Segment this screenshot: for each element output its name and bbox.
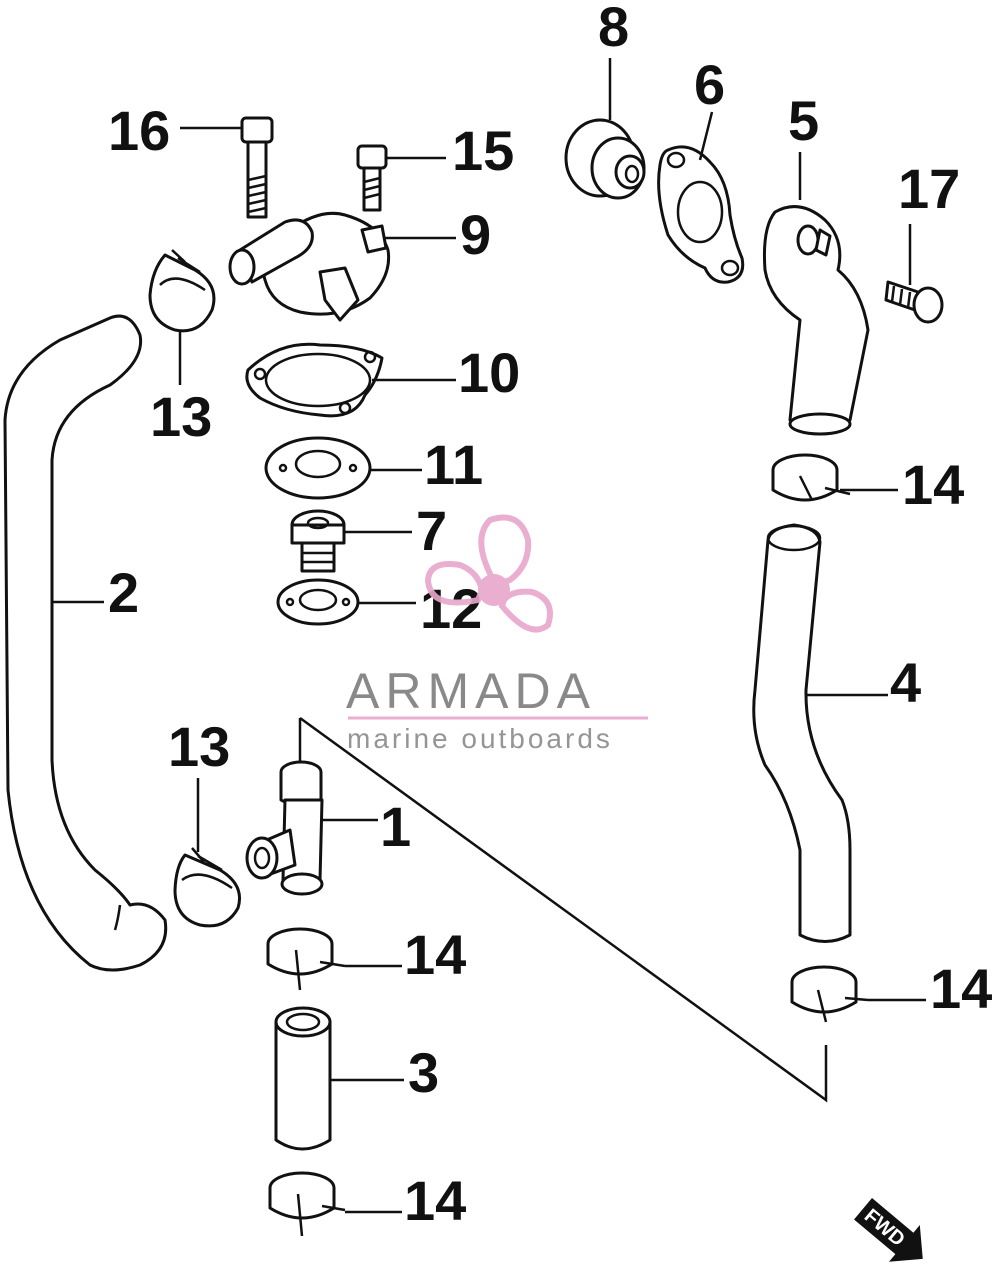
part-15-bolt — [356, 144, 388, 212]
part-14-clamp-center-lower — [268, 1171, 346, 1237]
callout-6: 6 — [694, 53, 725, 161]
svg-text:14: 14 — [902, 453, 964, 516]
part-3-short-hose — [274, 1006, 332, 1151]
part-6-gasket — [657, 145, 745, 284]
part-7-thermostat — [290, 509, 346, 573]
svg-text:2: 2 — [108, 561, 139, 624]
part-11-seal — [264, 436, 372, 500]
reference-line — [298, 716, 828, 1103]
part-14-clamp-center-upper — [266, 927, 346, 991]
part-14-clamp-right-upper — [771, 453, 851, 502]
part-12-washer — [276, 578, 360, 626]
svg-text:10: 10 — [458, 341, 520, 404]
part-2-hose — [3, 314, 168, 972]
part-9-thermostat-cover — [228, 211, 391, 322]
svg-text:8: 8 — [598, 0, 629, 58]
part-16-bolt — [240, 116, 274, 219]
part-8-cap — [564, 118, 646, 200]
callout-14-center-lower: 14 — [345, 1169, 466, 1232]
svg-text:9: 9 — [460, 203, 491, 266]
callout-3: 3 — [330, 1041, 439, 1104]
svg-text:marine outboards: marine outboards — [347, 723, 613, 754]
svg-text:1: 1 — [380, 795, 411, 858]
watermark: ARMADA marine outboards — [346, 514, 648, 754]
part-5-elbow-housing — [763, 205, 870, 436]
part-4-hose — [752, 523, 852, 943]
callout-11: 11 — [370, 433, 483, 496]
callout-17: 17 — [898, 157, 960, 285]
svg-text:4: 4 — [890, 651, 921, 714]
callout-14-right-upper: 14 — [840, 453, 964, 516]
svg-text:6: 6 — [694, 53, 725, 116]
propeller-logo-icon — [424, 514, 553, 633]
svg-text:16: 16 — [108, 99, 170, 162]
callout-7: 7 — [344, 499, 447, 562]
svg-text:11: 11 — [424, 433, 483, 496]
svg-text:15: 15 — [452, 119, 514, 182]
svg-text:17: 17 — [898, 157, 960, 220]
svg-text:14: 14 — [404, 923, 466, 986]
forward-arrow-icon: FWD — [854, 1197, 923, 1262]
callout-14-center-upper: 14 — [345, 923, 466, 986]
svg-text:14: 14 — [930, 957, 992, 1020]
part-14-clamp-right-lower — [790, 965, 869, 1023]
callout-13-lower: 13 — [168, 715, 230, 852]
svg-text:7: 7 — [416, 499, 447, 562]
callout-2: 2 — [52, 561, 139, 624]
svg-text:13: 13 — [168, 715, 230, 778]
svg-text:13: 13 — [150, 385, 212, 448]
part-13-clamp-lower — [173, 847, 241, 928]
callout-10: 10 — [372, 341, 520, 404]
svg-text:3: 3 — [408, 1041, 439, 1104]
part-1-t-joint — [245, 760, 324, 896]
callout-13-upper: 13 — [150, 330, 212, 448]
part-13-clamp-upper — [148, 249, 216, 333]
callout-8: 8 — [598, 0, 629, 120]
callout-9: 9 — [384, 203, 491, 266]
callout-14-right-lower: 14 — [868, 957, 992, 1020]
callout-12: 12 — [358, 577, 482, 640]
svg-text:ARMADA: ARMADA — [346, 663, 596, 719]
svg-text:5: 5 — [788, 89, 819, 152]
callout-15: 15 — [386, 119, 514, 182]
callout-1: 1 — [322, 795, 411, 858]
part-10-gasket — [245, 342, 384, 418]
svg-text:14: 14 — [404, 1169, 466, 1232]
part-17-bolt — [884, 280, 944, 324]
callout-5: 5 — [788, 89, 819, 200]
callout-16: 16 — [108, 99, 242, 162]
callout-4: 4 — [806, 651, 921, 714]
